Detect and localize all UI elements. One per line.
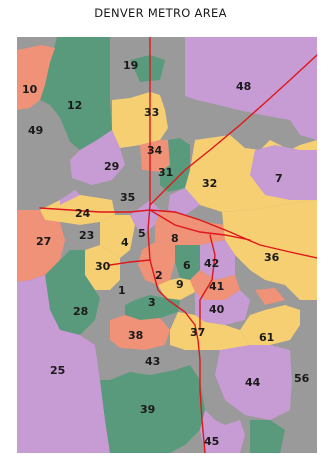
label-10: 10	[22, 83, 38, 96]
label-30: 30	[95, 260, 111, 273]
district-3[interactable]	[125, 295, 180, 320]
label-1: 1	[118, 284, 126, 297]
district-2[interactable]	[138, 242, 175, 285]
label-42: 42	[204, 257, 219, 270]
district-35[interactable]	[112, 165, 160, 205]
label-12: 12	[67, 99, 82, 112]
label-25: 25	[50, 364, 65, 377]
label-33: 33	[144, 106, 159, 119]
district-map[interactable]: 10 19 48 12 49 33 34 29 31 32 7 35 24 27…	[17, 37, 317, 453]
road-ring-se	[199, 234, 216, 331]
label-7: 7	[275, 172, 283, 185]
district-29[interactable]	[70, 130, 125, 185]
district-9[interactable]	[158, 278, 195, 300]
label-39: 39	[140, 403, 155, 416]
district-56[interactable]	[290, 345, 317, 453]
label-31: 31	[158, 166, 173, 179]
district-30[interactable]	[85, 245, 120, 290]
district-34[interactable]	[140, 140, 170, 172]
district-48[interactable]	[185, 37, 317, 140]
patch-green-south	[250, 420, 285, 453]
road-se	[149, 209, 251, 241]
label-48: 48	[236, 80, 251, 93]
district-28[interactable]	[45, 250, 100, 335]
label-8: 8	[171, 232, 179, 245]
label-37: 37	[190, 326, 205, 339]
patch-green-north	[130, 55, 165, 82]
district-49[interactable]	[17, 100, 70, 165]
district-31[interactable]	[160, 138, 190, 192]
district-6[interactable]	[175, 245, 200, 280]
district-25[interactable]	[17, 275, 110, 453]
label-6: 6	[183, 259, 191, 272]
label-3: 3	[148, 296, 156, 309]
label-56: 56	[294, 372, 310, 385]
label-49: 49	[28, 124, 43, 137]
district-44[interactable]	[215, 345, 292, 420]
district-8[interactable]	[155, 210, 225, 245]
district-39[interactable]	[100, 365, 205, 453]
patch-purple-west	[60, 190, 80, 205]
patch-salmon-east	[255, 288, 285, 305]
label-2: 2	[155, 269, 163, 282]
map-title: DENVER METRO AREA	[94, 6, 227, 20]
district-4[interactable]	[100, 215, 135, 258]
label-19: 19	[123, 59, 138, 72]
label-36: 36	[264, 251, 280, 264]
district-36[interactable]	[222, 200, 317, 300]
label-29: 29	[104, 160, 119, 173]
label-27: 27	[36, 235, 51, 248]
district-5[interactable]	[130, 200, 160, 235]
label-32: 32	[202, 177, 217, 190]
district-41[interactable]	[190, 270, 240, 300]
label-38: 38	[128, 329, 143, 342]
road-n-s-central	[147, 37, 206, 453]
district-labels: 10 19 48 12 49 33 34 29 31 32 7 35 24 27…	[22, 59, 310, 448]
district-10[interactable]	[17, 45, 55, 110]
label-61: 61	[259, 331, 274, 344]
road-w-e	[39, 207, 317, 259]
patch-yellow-west	[120, 105, 140, 130]
label-28: 28	[73, 305, 88, 318]
label-9: 9	[176, 278, 184, 291]
label-4: 4	[121, 236, 129, 249]
label-24: 24	[75, 207, 91, 220]
road-ne-diagonal	[149, 54, 317, 206]
district-7[interactable]	[250, 145, 317, 200]
district-38[interactable]	[110, 315, 170, 350]
label-34: 34	[147, 144, 163, 157]
district-42[interactable]	[200, 240, 235, 280]
district-61[interactable]	[240, 305, 300, 345]
district-37[interactable]	[170, 312, 250, 350]
label-43: 43	[145, 355, 160, 368]
roads	[39, 37, 317, 453]
label-5: 5	[138, 227, 146, 240]
label-35: 35	[120, 191, 135, 204]
district-45[interactable]	[200, 410, 245, 453]
district-27[interactable]	[17, 210, 65, 282]
district-23[interactable]	[60, 222, 100, 250]
label-23: 23	[79, 229, 94, 242]
label-41: 41	[209, 280, 224, 293]
district-1[interactable]	[95, 280, 135, 305]
label-44: 44	[245, 376, 261, 389]
district-12[interactable]	[40, 37, 112, 150]
label-40: 40	[209, 303, 225, 316]
district-40[interactable]	[195, 290, 250, 325]
road-sw	[109, 259, 151, 266]
label-45: 45	[204, 435, 219, 448]
patch-purple-center	[168, 188, 200, 215]
district-43[interactable]	[95, 340, 175, 380]
